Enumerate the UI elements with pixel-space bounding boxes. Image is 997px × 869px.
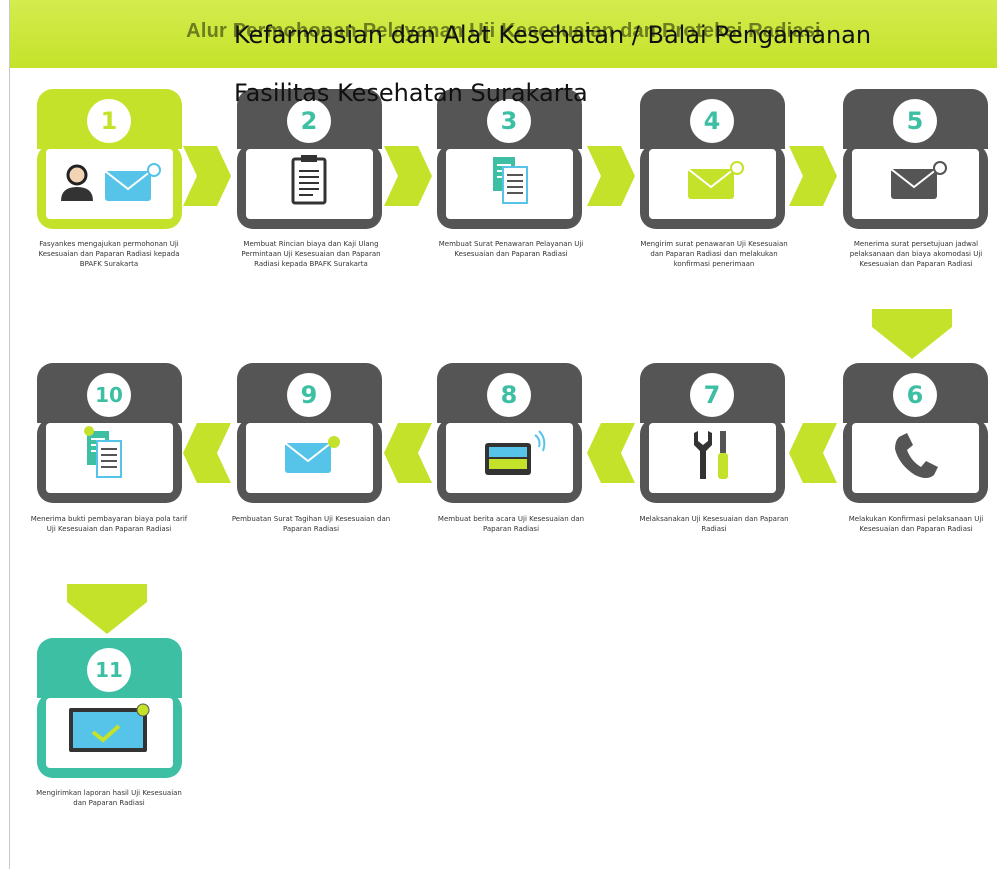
step-card-7: 7: [640, 363, 785, 503]
overlay-page-text: Kefarmasian dan Alat Kesehatan / Balai P…: [234, 6, 997, 122]
left-border: [9, 0, 10, 869]
flow-arrow-6-7: [789, 423, 837, 483]
envelope-icon: [284, 436, 340, 473]
step-11-caption: Mengirimkan laporan hasil Uji Kesesuaian…: [36, 789, 182, 807]
step-number-badge: 3: [487, 99, 531, 143]
step-number-badge: 7: [690, 373, 734, 417]
step-card-4: 4: [640, 89, 785, 229]
tools-icon: [694, 431, 728, 479]
title-banner: Alur Permohonan Pelayanan Uji Kesesuaian…: [10, 0, 997, 68]
clipboard-icon: [291, 155, 327, 205]
step-number-badge: 5: [893, 99, 937, 143]
phone-icon: [895, 433, 938, 478]
step-4-caption: Mengirim surat penawaran Uji Kesesuaian …: [640, 240, 788, 268]
step-7-caption: Melaksanakan Uji Kesesuaian dan Paparan …: [639, 515, 789, 533]
step-number-badge: 4: [690, 99, 734, 143]
step-number-badge: 6: [893, 373, 937, 417]
step-number-badge: 10: [87, 373, 131, 417]
step-number-badge: 9: [287, 373, 331, 417]
step-card-1: 1: [37, 89, 182, 229]
envelope-icon: [890, 161, 947, 199]
step-number-badge: 2: [287, 99, 331, 143]
flow-arrow-1-2: [183, 146, 231, 206]
diagram-title: Alur Permohonan Pelayanan Uji Kesesuaian…: [186, 20, 821, 42]
step-10-caption: Menerima bukti pembayaran biaya pola tar…: [30, 515, 188, 533]
step-card-9: 9: [237, 363, 382, 503]
documents-icon: [493, 157, 528, 204]
step-card-10: 10: [37, 363, 182, 503]
monitor-check-icon: [69, 703, 150, 752]
step-6-caption: Melakukan Konfirmasi pelaksanaan Uji Kes…: [848, 515, 984, 533]
envelope-icon: [687, 161, 744, 199]
step-8-caption: Membuat berita acara Uji Kesesuaian dan …: [437, 515, 585, 533]
user-envelope-icon: [61, 163, 161, 201]
step-number-badge: 8: [487, 373, 531, 417]
flow-arrow-10-11: [67, 584, 147, 634]
step-card-5: 5: [843, 89, 988, 229]
flow-arrow-8-9: [384, 423, 432, 483]
step-number-badge: 1: [87, 99, 131, 143]
step-card-2: 2: [237, 89, 382, 229]
overlay-line-1: Kefarmasian dan Alat Kesehatan / Balai P…: [234, 21, 872, 49]
flow-arrow-9-10: [183, 423, 231, 483]
flow-arrow-4-5: [789, 146, 837, 206]
flow-arrow-5-6: [872, 309, 952, 359]
overlay-line-2: Fasilitas Kesehatan Surakarta: [234, 79, 588, 107]
flow-arrow-2-3: [384, 146, 432, 206]
flow-arrow-3-4: [587, 146, 635, 206]
step-number-badge: 11: [87, 648, 131, 692]
step-3-caption: Membuat Surat Penawaran Pelayanan Uji Ke…: [438, 240, 584, 258]
step-card-3: 3: [437, 89, 582, 229]
step-card-11: 11: [37, 638, 182, 778]
documents-icon: [84, 426, 122, 478]
step-1-caption: Fasyankes mengajukan permohonan Uji Kese…: [38, 240, 180, 268]
step-5-caption: Menerima surat persetujuan jadwal pelaks…: [849, 240, 983, 268]
step-card-6: 6: [843, 363, 988, 503]
tablet-icon: [485, 430, 546, 475]
step-card-8: 8: [437, 363, 582, 503]
flow-arrow-7-8: [587, 423, 635, 483]
step-9-caption: Pembuatan Surat Tagihan Uji Kesesuaian d…: [231, 515, 391, 533]
step-2-caption: Membuat Rincian biaya dan Kaji Ulang Per…: [241, 240, 381, 268]
